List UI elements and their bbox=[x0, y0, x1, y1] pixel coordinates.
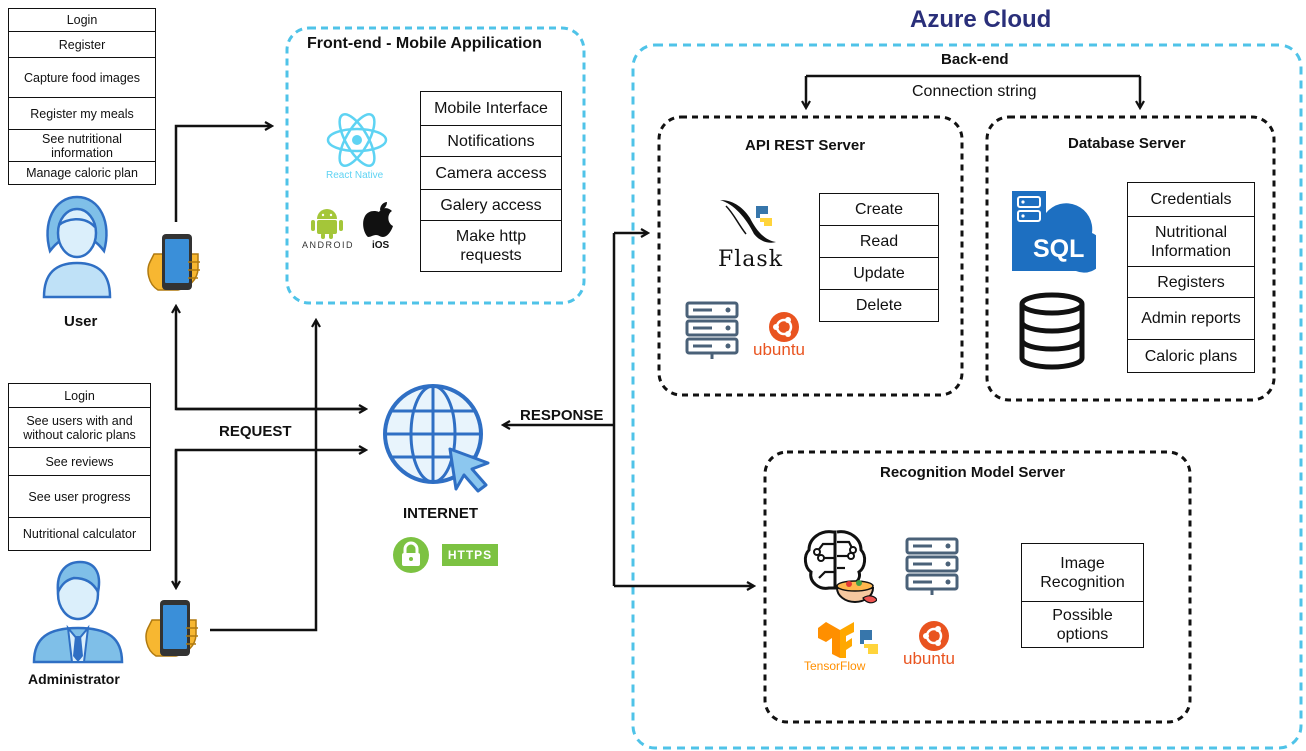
crud-operation: Delete bbox=[819, 289, 939, 322]
database-server-boundary bbox=[985, 115, 1276, 402]
server-rack-icon bbox=[685, 301, 739, 359]
azure-cloud-boundary bbox=[631, 43, 1303, 750]
admin-request-arrow bbox=[174, 450, 366, 585]
recognition-output: Image Recognition bbox=[1040, 554, 1125, 591]
database-table: Registers bbox=[1128, 266, 1254, 297]
flask-label: Flask bbox=[718, 247, 784, 272]
azure-cloud-title: Azure Cloud bbox=[910, 6, 1052, 33]
user-menu: Login Register Capture food images Regis… bbox=[8, 8, 156, 185]
react-native-icon bbox=[326, 113, 388, 167]
database-table: Admin reports bbox=[1128, 297, 1254, 339]
recognition-server-title: Recognition Model Server bbox=[880, 464, 1066, 481]
ubuntu-label: ubuntu bbox=[753, 340, 805, 359]
frontend-title: Front-end - Mobile Appilication bbox=[307, 35, 542, 52]
tensorflow-python-icon bbox=[818, 622, 878, 658]
crud-operation: Read bbox=[819, 225, 939, 258]
ubuntu-label: ubuntu bbox=[903, 649, 955, 668]
frontend-feature: Galery access bbox=[421, 189, 561, 220]
api-server-title: API REST Server bbox=[745, 137, 866, 154]
crud-operations: Create Read Update Delete bbox=[819, 193, 939, 322]
sql-server-icon bbox=[1012, 191, 1096, 273]
phone-hand-icon bbox=[145, 600, 198, 657]
globe-cursor-icon bbox=[383, 384, 490, 493]
ai-brain-food-icon bbox=[803, 530, 877, 604]
admin-menu-item[interactable]: See users with and without caloric plans bbox=[9, 407, 150, 447]
admin-menu-item[interactable]: See user progress bbox=[9, 475, 150, 517]
user-menu-item[interactable]: Manage caloric plan bbox=[9, 161, 155, 184]
frontend-feature: Notifications bbox=[421, 125, 561, 156]
administrator-avatar-icon bbox=[32, 560, 124, 664]
frontend-feature: Mobile Interface bbox=[434, 100, 548, 117]
react-native-label: React Native bbox=[326, 170, 384, 181]
frontend-boundary bbox=[285, 26, 586, 305]
user-label: User bbox=[64, 313, 98, 330]
response-label: RESPONSE bbox=[520, 407, 604, 424]
user-menu-item[interactable]: Register my meals bbox=[9, 97, 155, 129]
request-label: REQUEST bbox=[219, 423, 292, 440]
ubuntu-icon bbox=[919, 621, 949, 651]
internet-label: INTERNET bbox=[403, 505, 478, 522]
recognition-server-boundary bbox=[763, 450, 1192, 724]
user-menu-item[interactable]: Capture food images bbox=[9, 57, 155, 97]
database-cylinder-icon bbox=[1019, 292, 1085, 370]
sql-label: SQL bbox=[1033, 235, 1085, 263]
user-avatar-icon bbox=[42, 195, 112, 299]
android-icon bbox=[311, 209, 343, 239]
tensorflow-label: TensorFlow bbox=[804, 659, 866, 673]
flask-icon bbox=[720, 200, 776, 243]
backend-title: Back-end bbox=[941, 51, 1009, 68]
api-server-boundary bbox=[657, 115, 964, 397]
database-table-list: Credentials Nutritional Information Regi… bbox=[1127, 182, 1255, 373]
user-to-frontend-arrow bbox=[174, 126, 272, 222]
apple-icon bbox=[363, 202, 393, 237]
frontend-feature-list: Mobile Interface Notifications Camera ac… bbox=[420, 91, 562, 272]
user-menu-item[interactable]: Login bbox=[66, 13, 98, 27]
admin-menu-item[interactable]: Login bbox=[64, 388, 95, 403]
https-badge: HTTPS bbox=[442, 544, 498, 566]
frontend-feature: Camera access bbox=[421, 156, 561, 189]
server-rack-icon bbox=[905, 537, 959, 595]
ubuntu-icon bbox=[769, 312, 799, 342]
lock-icon bbox=[393, 537, 429, 573]
database-table: Caloric plans bbox=[1128, 339, 1254, 372]
crud-operation: Update bbox=[819, 257, 939, 290]
recognition-output: Possible options bbox=[1022, 601, 1143, 647]
internet-to-user-arrow bbox=[176, 306, 362, 411]
administrator-label: Administrator bbox=[28, 671, 120, 687]
frontend-feature: Make http requests bbox=[421, 220, 561, 271]
user-menu-item[interactable]: See nutritional information bbox=[9, 129, 155, 161]
admin-menu-item[interactable]: See reviews bbox=[9, 447, 150, 475]
android-label: ANDROID bbox=[302, 240, 355, 250]
recognition-output-list: Image Recognition Possible options bbox=[1021, 543, 1144, 648]
database-table: Nutritional Information bbox=[1128, 216, 1254, 266]
database-server-title: Database Server bbox=[1068, 135, 1186, 152]
admin-menu: Login See users with and without caloric… bbox=[8, 383, 151, 551]
crud-operation: Create bbox=[819, 193, 939, 226]
ios-label: iOS bbox=[372, 240, 390, 251]
phone-hand-icon bbox=[147, 234, 200, 291]
admin-to-frontend-arrow bbox=[210, 320, 316, 632]
connection-string-label: Connection string bbox=[912, 83, 1037, 100]
admin-menu-item[interactable]: Nutritional calculator bbox=[9, 517, 150, 550]
database-table: Credentials bbox=[1150, 191, 1232, 208]
user-menu-item[interactable]: Register bbox=[9, 31, 155, 57]
